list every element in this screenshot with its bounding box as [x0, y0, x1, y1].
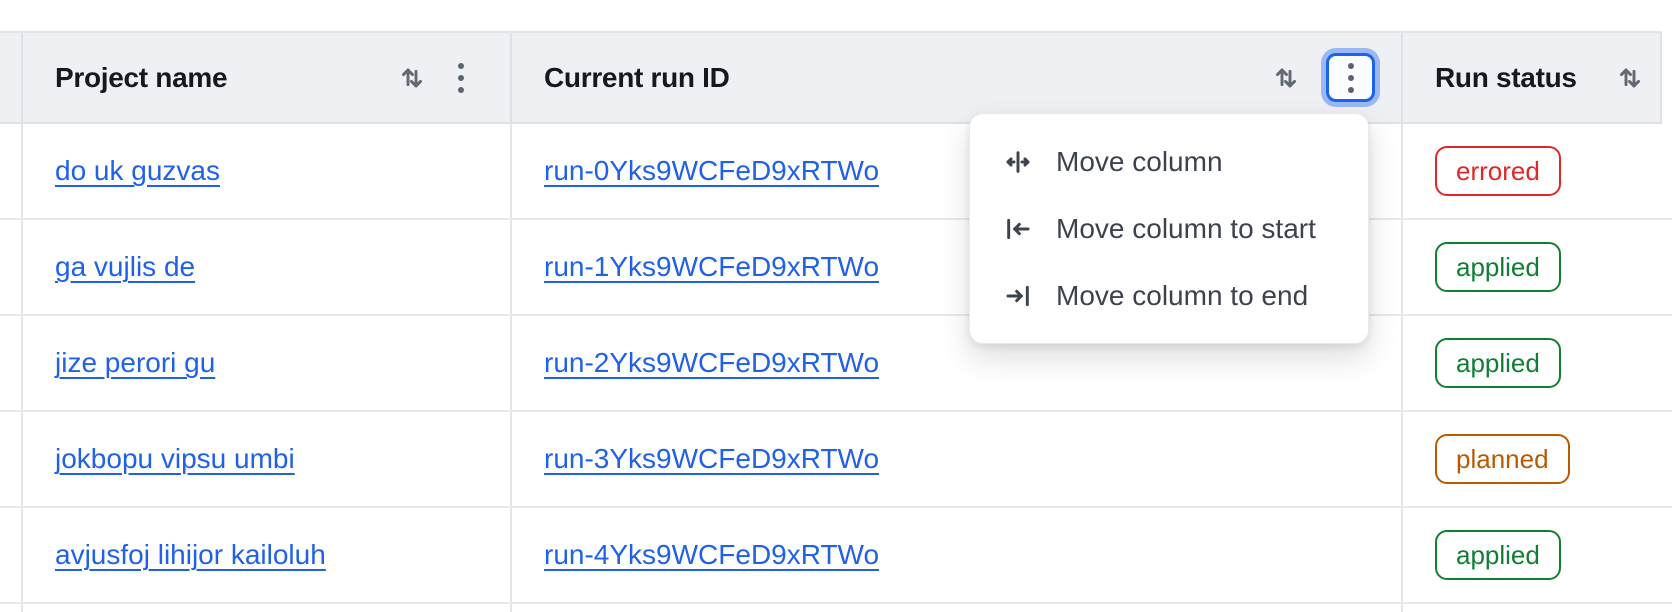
project-link[interactable]: jokbopu vipsu umbi [55, 443, 295, 474]
menu-item-label: Move column to end [1056, 279, 1309, 311]
project-link[interactable]: avjusfoj lihijor kailoluh [55, 539, 326, 570]
column-label-current-run-id: Current run ID [544, 61, 730, 93]
menu-item-move-column[interactable]: Move column [970, 128, 1368, 195]
run-id-cell: run-4Yks9WCFeD9xRTWo [512, 508, 1403, 602]
table-row: jize perori gu run-2Yks9WCFeD9xRTWo appl… [0, 316, 1672, 412]
row-gutter [0, 508, 23, 602]
row-gutter [0, 412, 23, 506]
project-name-cell: do uk guzvas [23, 124, 512, 218]
status-badge: errored [1435, 146, 1561, 196]
run-status-cell: applied [1403, 508, 1662, 602]
run-id-link[interactable]: run-3Yks9WCFeD9xRTWo [544, 443, 880, 474]
run-id-link[interactable]: run-4Yks9WCFeD9xRTWo [544, 539, 880, 570]
menu-item-label: Move column to start [1056, 212, 1316, 244]
row-gutter [0, 220, 23, 314]
table-row: avjusfoj lihijor kailoluh run-4Yks9WCFeD… [0, 508, 1672, 604]
move-column-to-end-icon [1002, 280, 1034, 312]
move-column-icon [1002, 146, 1034, 178]
run-id-cell: run-0Yks9WCFeD9xRTWo [512, 124, 1403, 218]
sort-icon[interactable] [1614, 62, 1646, 94]
status-badge: applied [1435, 530, 1561, 580]
status-badge: planned [1435, 434, 1570, 484]
project-name-cell [23, 604, 512, 612]
run-status-cell: errored [1403, 124, 1662, 218]
status-badge: applied [1435, 338, 1561, 388]
column-menu-kebab-button-focused[interactable] [1326, 53, 1375, 102]
sort-icon[interactable] [1270, 62, 1302, 94]
run-id-link[interactable]: run-2Yks9WCFeD9xRTWo [544, 347, 880, 378]
row-gutter [0, 316, 23, 410]
project-link[interactable]: do uk guzvas [55, 155, 220, 186]
project-link[interactable]: ga vujlis de [55, 251, 196, 282]
column-options-menu: Move column Move column to start Move co… [969, 113, 1369, 344]
run-id-cell: run-1Yks9WCFeD9xRTWo [512, 220, 1403, 314]
status-badge: applied [1435, 242, 1561, 292]
menu-item-move-column-to-start[interactable]: Move column to start [970, 195, 1368, 262]
run-status-cell [1403, 604, 1662, 612]
table-row: jokbopu vipsu umbi run-3Yks9WCFeD9xRTWo … [0, 412, 1672, 508]
move-column-to-start-icon [1002, 213, 1034, 245]
column-header-run-status: Run status [1403, 33, 1662, 122]
project-name-cell: ga vujlis de [23, 220, 512, 314]
row-gutter [0, 124, 23, 218]
table-header-row: Project name Current run ID [0, 31, 1662, 124]
run-id-cell: run-3Yks9WCFeD9xRTWo [512, 412, 1403, 506]
sort-icon[interactable] [396, 62, 428, 94]
run-status-cell: applied [1403, 316, 1662, 410]
project-name-cell: jize perori gu [23, 316, 512, 410]
project-name-cell: avjusfoj lihijor kailoluh [23, 508, 512, 602]
table-row: do uk guzvas run-0Yks9WCFeD9xRTWo errore… [0, 124, 1672, 220]
column-header-current-run-id: Current run ID [512, 33, 1403, 122]
column-menu-kebab-icon[interactable] [458, 62, 464, 93]
menu-item-label: Move column [1056, 145, 1223, 177]
table-row: ga vujlis de run-1Yks9WCFeD9xRTWo applie… [0, 220, 1672, 316]
menu-item-move-column-to-end[interactable]: Move column to end [970, 262, 1368, 329]
run-status-cell: planned [1403, 412, 1662, 506]
run-id-link[interactable]: run-1Yks9WCFeD9xRTWo [544, 251, 880, 282]
run-id-cell: run-2Yks9WCFeD9xRTWo [512, 316, 1403, 410]
row-gutter [0, 604, 23, 612]
column-header-project-name: Project name [23, 33, 512, 122]
run-id-link[interactable]: run-0Yks9WCFeD9xRTWo [544, 155, 880, 186]
run-id-cell [512, 604, 1403, 612]
project-link[interactable]: jize perori gu [55, 347, 216, 378]
project-name-cell: jokbopu vipsu umbi [23, 412, 512, 506]
run-status-cell: applied [1403, 220, 1662, 314]
table-body: do uk guzvas run-0Yks9WCFeD9xRTWo errore… [0, 124, 1672, 612]
column-label-run-status: Run status [1435, 61, 1577, 93]
column-label-project-name: Project name [55, 61, 228, 93]
table-row [0, 604, 1672, 612]
table-header-gutter [0, 33, 23, 122]
